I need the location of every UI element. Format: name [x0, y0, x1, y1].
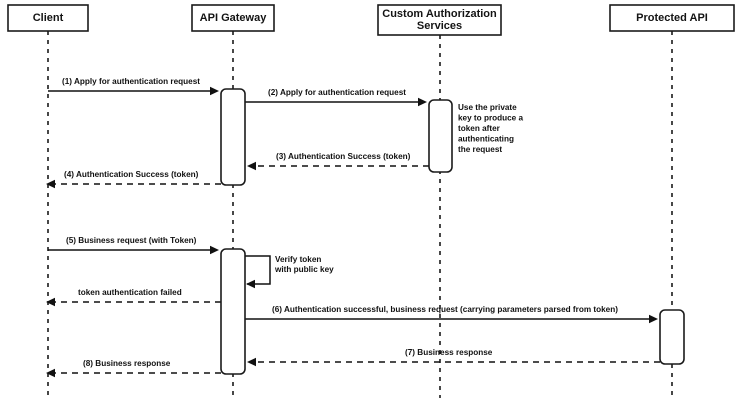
message-label-fail: token authentication failed: [78, 288, 182, 297]
message-arrowhead-4: [46, 179, 55, 189]
activation-bar-gw-business: [220, 248, 246, 375]
message-label-6: (6) Authentication successful, business …: [272, 305, 618, 314]
participant-box-custom-authorization-services[interactable]: [377, 4, 502, 36]
activation-bar-gw-auth: [220, 88, 246, 186]
message-arrowhead-5: [210, 245, 219, 255]
message-arrowhead-self: [246, 279, 255, 289]
message-label-1: (1) Apply for authentication request: [62, 77, 200, 86]
message-labels-group: (1) Apply for authentication request (2) …: [62, 77, 618, 368]
message-label-7: (7) Business response: [405, 348, 493, 357]
note-text-private-key-note: Use the private: [458, 103, 517, 112]
activation-bar-auth-svc: [428, 99, 453, 173]
message-line-self[interactable]: [245, 255, 271, 285]
message-arrowhead-8: [46, 368, 55, 378]
participant-label-custom-authorization-services: Services: [417, 20, 462, 32]
messages-group: [46, 86, 660, 378]
message-arrowhead-2: [418, 97, 427, 107]
message-label-self: Verify token: [275, 255, 321, 264]
message-arrowhead-fail: [46, 297, 55, 307]
activation-bar-api-business: [659, 309, 685, 365]
message-arrowhead-6: [649, 314, 658, 324]
message-arrowhead-7: [247, 357, 256, 367]
note-text-private-key-note: key to produce a: [458, 114, 524, 123]
note-text-private-key-note: authenticating: [458, 135, 514, 144]
message-arrowhead-3: [247, 161, 256, 171]
participant-box-protected-api[interactable]: [609, 4, 735, 32]
participant-box-client[interactable]: [7, 4, 89, 32]
message-label-5: (5) Business request (with Token): [66, 236, 197, 245]
message-label-self: with public key: [274, 265, 334, 274]
participant-label-client: Client: [33, 12, 64, 24]
activations-group: [220, 88, 685, 375]
note-text-private-key-note: token after: [458, 124, 501, 133]
note-text-private-key-note: the request: [458, 145, 502, 154]
participant-label-api-gateway: API Gateway: [200, 12, 268, 24]
message-label-4: (4) Authentication Success (token): [64, 170, 199, 179]
message-label-8: (8) Business response: [83, 359, 171, 368]
message-label-2: (2) Apply for authentication request: [268, 88, 406, 97]
participant-box-api-gateway[interactable]: [191, 4, 275, 32]
message-arrowhead-1: [210, 86, 219, 96]
participant-label-custom-authorization-services: Custom Authorization: [382, 8, 497, 20]
lifelines-group: [47, 31, 673, 398]
message-label-3: (3) Authentication Success (token): [276, 152, 411, 161]
participant-label-protected-api: Protected API: [636, 12, 708, 24]
participants-group: Client API Gateway Custom AuthorizationSer…: [7, 4, 735, 36]
